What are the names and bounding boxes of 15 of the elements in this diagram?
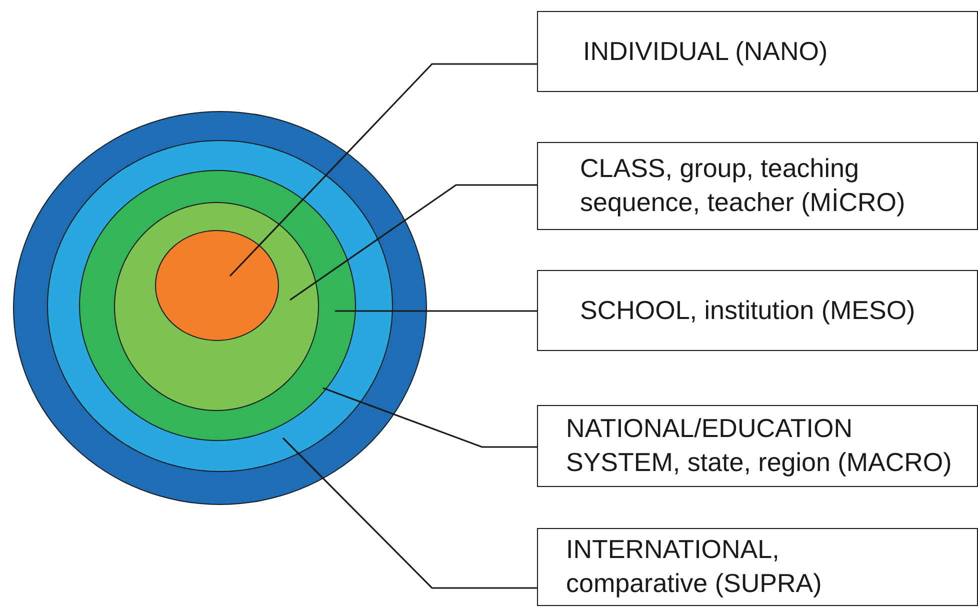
level-box	[537, 405, 978, 487]
level-label: SCHOOL, institution (MESO)	[580, 294, 916, 327]
level-label: CLASS, group, teaching sequence, teacher (MİCRO)	[580, 152, 906, 219]
leader-line	[335, 310, 537, 312]
level-box	[537, 11, 978, 92]
leader-line	[282, 437, 537, 589]
leader-line	[322, 387, 537, 448]
level-label: NATIONAL/EDUCATION SYSTEM, state, region (MACRO)	[566, 412, 953, 479]
level-label: INTERNATIONAL, comparative (SUPRA)	[566, 533, 823, 600]
level-box	[537, 528, 978, 606]
leader-line	[290, 184, 537, 301]
level-label: INDIVIDUAL (NANO)	[583, 34, 828, 68]
level-box	[537, 270, 978, 351]
leader-line	[229, 63, 537, 277]
level-box	[537, 142, 978, 230]
